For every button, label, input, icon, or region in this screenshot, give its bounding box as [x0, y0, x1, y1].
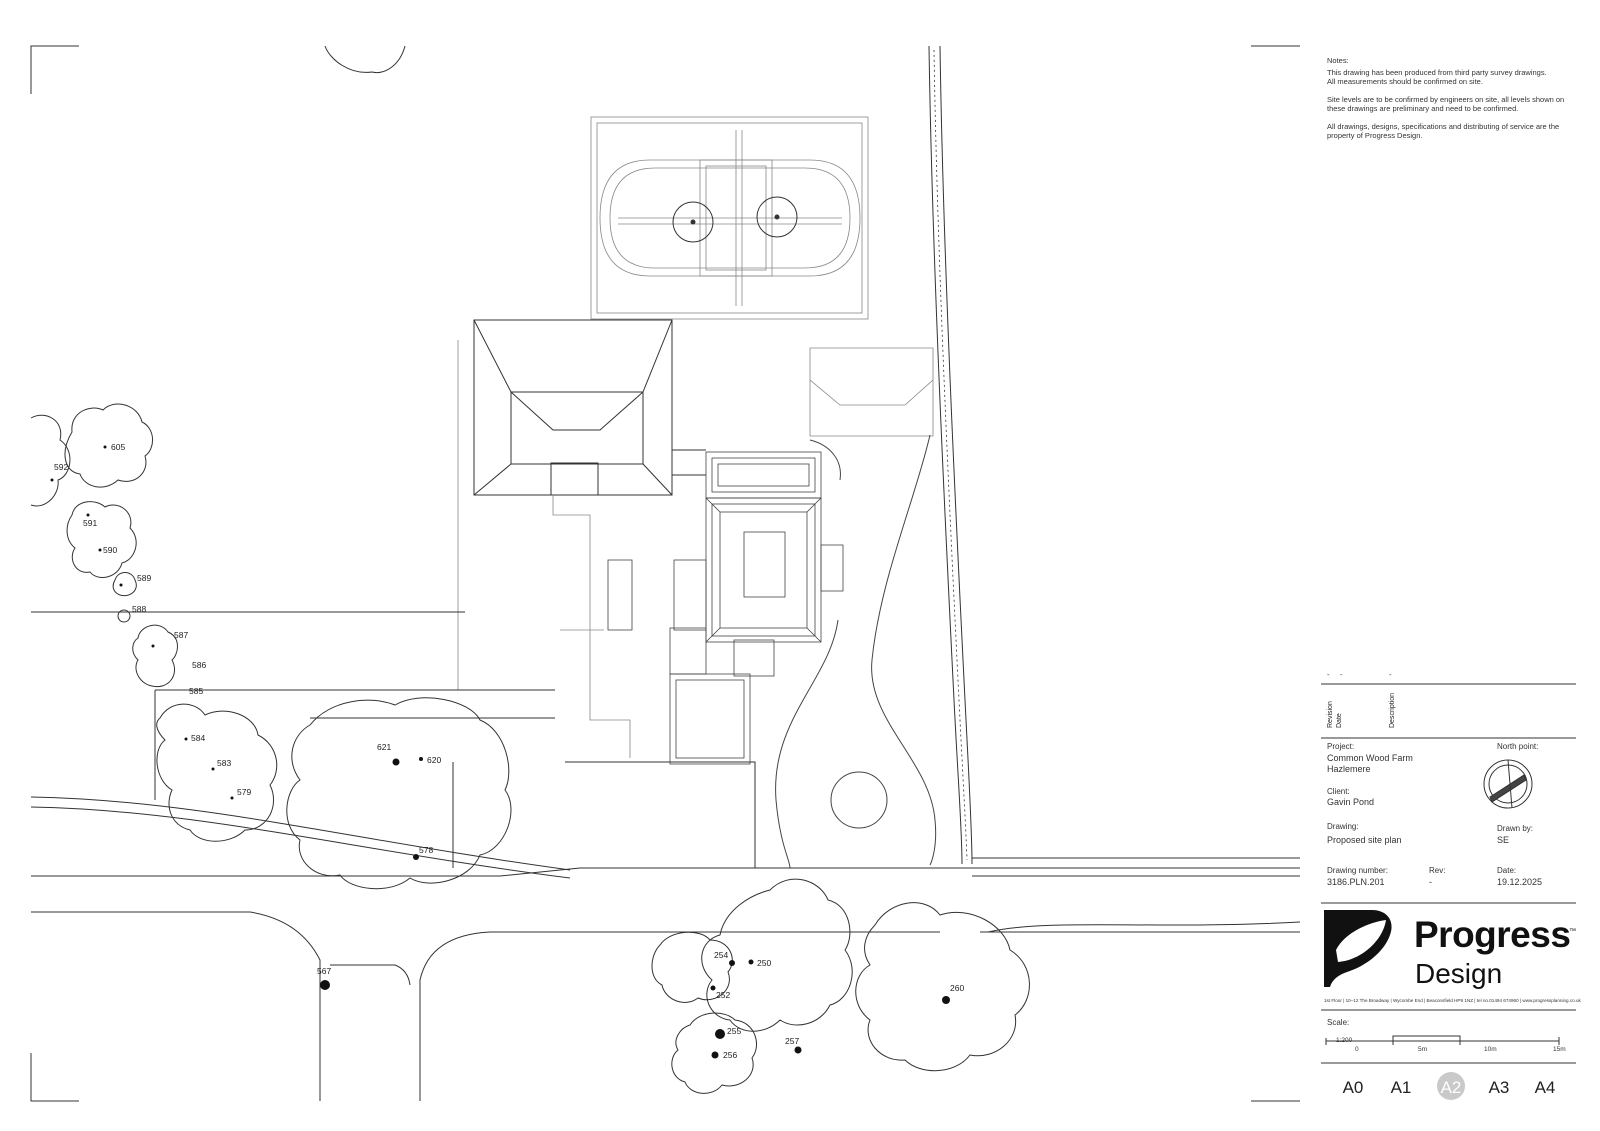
tree-label: 260 — [950, 983, 964, 993]
paper-size-a3: A3 — [1488, 1078, 1510, 1097]
tree-label: 255 — [727, 1026, 741, 1036]
paper-size-a0: A0 — [1342, 1078, 1364, 1097]
tree-label: 590 — [103, 545, 117, 555]
paper-size-a1: A1 — [1390, 1078, 1412, 1097]
revision-dash: - — [1327, 670, 1330, 679]
date-header: Date — [1336, 713, 1343, 728]
tree-label: 592 — [54, 462, 68, 472]
site-walls — [457, 340, 934, 758]
revision-dash: - — [1389, 670, 1392, 679]
scale-tick-label: 0 — [1355, 1046, 1359, 1053]
scale-ratio: 1:200 — [1336, 1037, 1353, 1044]
tree-label: 591 — [83, 518, 97, 528]
driveway — [775, 434, 937, 869]
tree-label: 250 — [757, 958, 771, 968]
road-edges — [30, 611, 1301, 1101]
paper-size-a4: A4 — [1534, 1078, 1556, 1097]
paper-size-selected-indicator — [1437, 1072, 1465, 1100]
paper-size-a2: A2 — [1440, 1078, 1462, 1097]
drawn-by-label: Drawn by: — [1497, 824, 1534, 833]
tree-trunks — [50, 445, 950, 1059]
tree-labels: 605 592 591 590 589 588 587 586 585 584 … — [54, 442, 964, 1060]
tree-canopies — [30, 45, 1030, 1094]
formal-garden — [590, 116, 869, 320]
north-point-label: North point: — [1497, 742, 1539, 751]
scale-label: Scale: — [1327, 1018, 1350, 1027]
project-location: Hazlemere — [1327, 764, 1371, 774]
tree-label: 585 — [189, 686, 203, 696]
brand-address: 1st Floor | 10–12 The Broadway | Wycombe… — [1324, 998, 1581, 1003]
tree-label: 588 — [132, 604, 146, 614]
rev-value: - — [1429, 877, 1432, 887]
notes-line — [1327, 113, 1564, 122]
tree-label: 583 — [217, 758, 231, 768]
tree-label: 252 — [716, 990, 730, 1000]
project-name: Common Wood Farm — [1327, 753, 1413, 763]
tree-label: 257 — [785, 1036, 799, 1046]
tree-label: 578 — [419, 845, 433, 855]
tree-label: 586 — [192, 660, 206, 670]
date-label: Date: — [1497, 866, 1517, 875]
revision-dash: - — [1340, 670, 1343, 679]
brand-name: Progress — [1414, 914, 1571, 955]
tree-label: 589 — [137, 573, 151, 583]
client-name: Gavin Pond — [1327, 797, 1375, 807]
brand-subtitle: Design — [1415, 958, 1503, 989]
drawing-number-value: 3186.PLN.201 — [1327, 877, 1385, 887]
notes-line: property of Progress Design. — [1327, 131, 1423, 140]
drawing-number-label: Drawing number: — [1327, 866, 1388, 875]
north-arrow-icon — [1483, 759, 1533, 809]
tree-label: 587 — [174, 630, 188, 640]
brand-trademark: ™ — [1569, 928, 1576, 935]
tree-label: 620 — [427, 755, 441, 765]
scale-tick-label: 5m — [1418, 1046, 1428, 1053]
house-roof — [473, 319, 706, 496]
drawing-label: Drawing: — [1327, 822, 1359, 831]
date-value: 19.12.2025 — [1497, 877, 1543, 887]
notes-line: This drawing has been produced from thir… — [1327, 68, 1547, 77]
scale-tick-label: 10m — [1484, 1046, 1497, 1053]
rev-label: Rev: — [1429, 866, 1446, 875]
revision-header: Revision — [1327, 701, 1334, 728]
notes-heading: Notes: — [1327, 56, 1349, 65]
description-header: Description — [1389, 692, 1396, 728]
tree-label: 256 — [723, 1050, 737, 1060]
notes-line: All measurements should be confirmed on … — [1327, 77, 1483, 86]
client-label: Client: — [1327, 787, 1350, 796]
notes-line: Site levels are to be confirmed by engin… — [1327, 95, 1565, 104]
drawing-title: Proposed site plan — [1327, 835, 1402, 845]
notes-line: All drawings, designs, specifications an… — [1327, 122, 1560, 131]
garden-tree-icons — [672, 196, 798, 243]
crop-marks — [30, 45, 1300, 1102]
notes-body: This drawing has been produced from thir… — [1327, 68, 1564, 140]
tree-label: 621 — [377, 742, 391, 752]
scale-tick-label: 15m — [1553, 1046, 1566, 1053]
title-block-lines — [1321, 683, 1576, 1064]
progress-logo-mark — [1324, 910, 1392, 987]
project-label: Project: — [1327, 742, 1355, 751]
notes-line: these drawings are preliminary and need … — [1327, 104, 1519, 113]
tree-label: 605 — [111, 442, 125, 452]
tree-label: 584 — [191, 733, 205, 743]
track-hedge — [928, 45, 973, 865]
notes-line — [1327, 86, 1564, 95]
tree-label: 567 — [317, 966, 331, 976]
tree-label: 254 — [714, 950, 728, 960]
tree-label: 579 — [237, 787, 251, 797]
extension-roof — [607, 451, 844, 765]
drawn-by-value: SE — [1497, 835, 1510, 845]
